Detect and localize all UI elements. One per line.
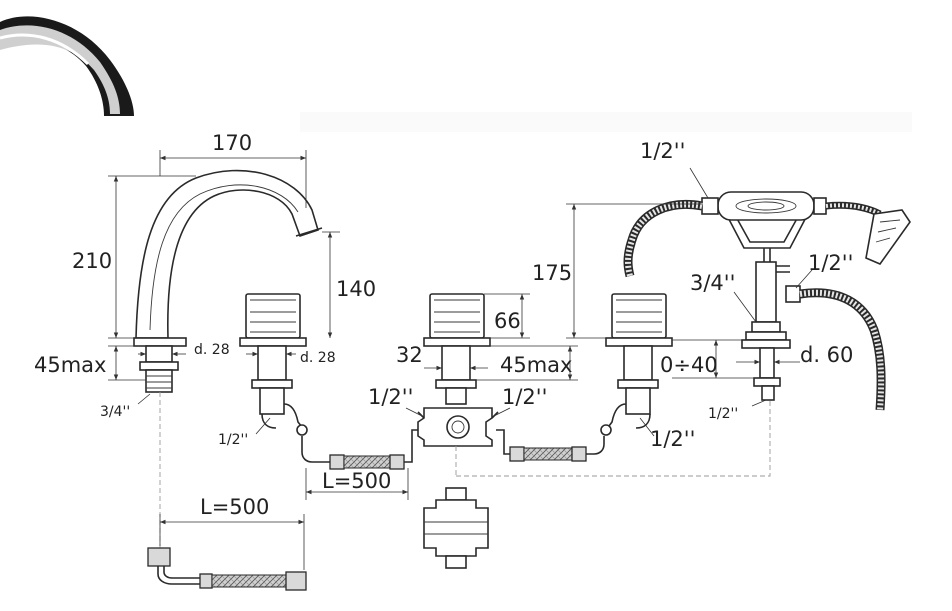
spout-height-label: 210 [72, 249, 112, 273]
spout-width-label: 170 [212, 131, 252, 155]
lower-hose-length: L=500 [159, 495, 305, 570]
shower-height-label: 175 [532, 261, 572, 285]
handle-height-label: 66 [494, 309, 521, 333]
left-flex-hose [301, 429, 420, 470]
diverter-left-port-label: 1/2'' [368, 385, 413, 409]
shower-bottom-thread-label: 1/2'' [708, 406, 738, 422]
lower-flex-hose [147, 547, 307, 591]
spout-dimensions: 170 210 140 45max d. 28 3/4'' [34, 131, 376, 420]
left-valve-dimensions: d. 28 1/2'' [218, 350, 336, 448]
center-dimensions: 66 32 45max 1/2'' 1/2'' [368, 293, 578, 417]
left-valve-outlet-label: 1/2'' [218, 432, 248, 448]
spout-product-photo [0, 16, 134, 116]
spout-thread-label: 3/4'' [100, 404, 130, 420]
right-valve-dimensions: 1/2'' [639, 417, 695, 451]
spout-deck-max-label: 45max [34, 353, 106, 377]
upper-hose-length: L=500 [305, 468, 409, 500]
bath-spout [133, 169, 323, 393]
center-handle [423, 293, 491, 405]
hand-shower-assembly [623, 191, 911, 411]
shower-base-diameter-label: d. 60 [800, 343, 853, 367]
handle-shank-label: 32 [396, 343, 423, 367]
right-handle-valve [600, 293, 673, 436]
shower-deck-range-label: 0÷40 [660, 353, 718, 377]
right-valve-outlet-label: 1/2'' [650, 427, 695, 451]
right-flex-hose [496, 429, 605, 462]
hand-shower-dimensions: 175 1/2'' 3/4'' 1/2'' 0÷40 d. 60 1/2'' [532, 139, 853, 422]
lower-valve-body [423, 487, 489, 569]
handle-diameter-label: d. 28 [300, 350, 336, 366]
upper-hose-length-label: L=500 [322, 469, 391, 493]
spout-outlet-height-label: 140 [336, 277, 376, 301]
handle-deck-max-label: 45max [500, 353, 572, 377]
shower-hose-right-label: 1/2'' [808, 251, 853, 275]
diverter-right-port-label: 1/2'' [502, 385, 547, 409]
spout-diameter-label: d. 28 [194, 342, 230, 358]
diverter-body [417, 407, 499, 447]
left-handle-valve [239, 293, 308, 436]
shower-hose-top-label: 1/2'' [640, 139, 685, 163]
lower-hose-length-label: L=500 [200, 495, 269, 519]
shower-mount-thread-label: 3/4'' [690, 271, 735, 295]
